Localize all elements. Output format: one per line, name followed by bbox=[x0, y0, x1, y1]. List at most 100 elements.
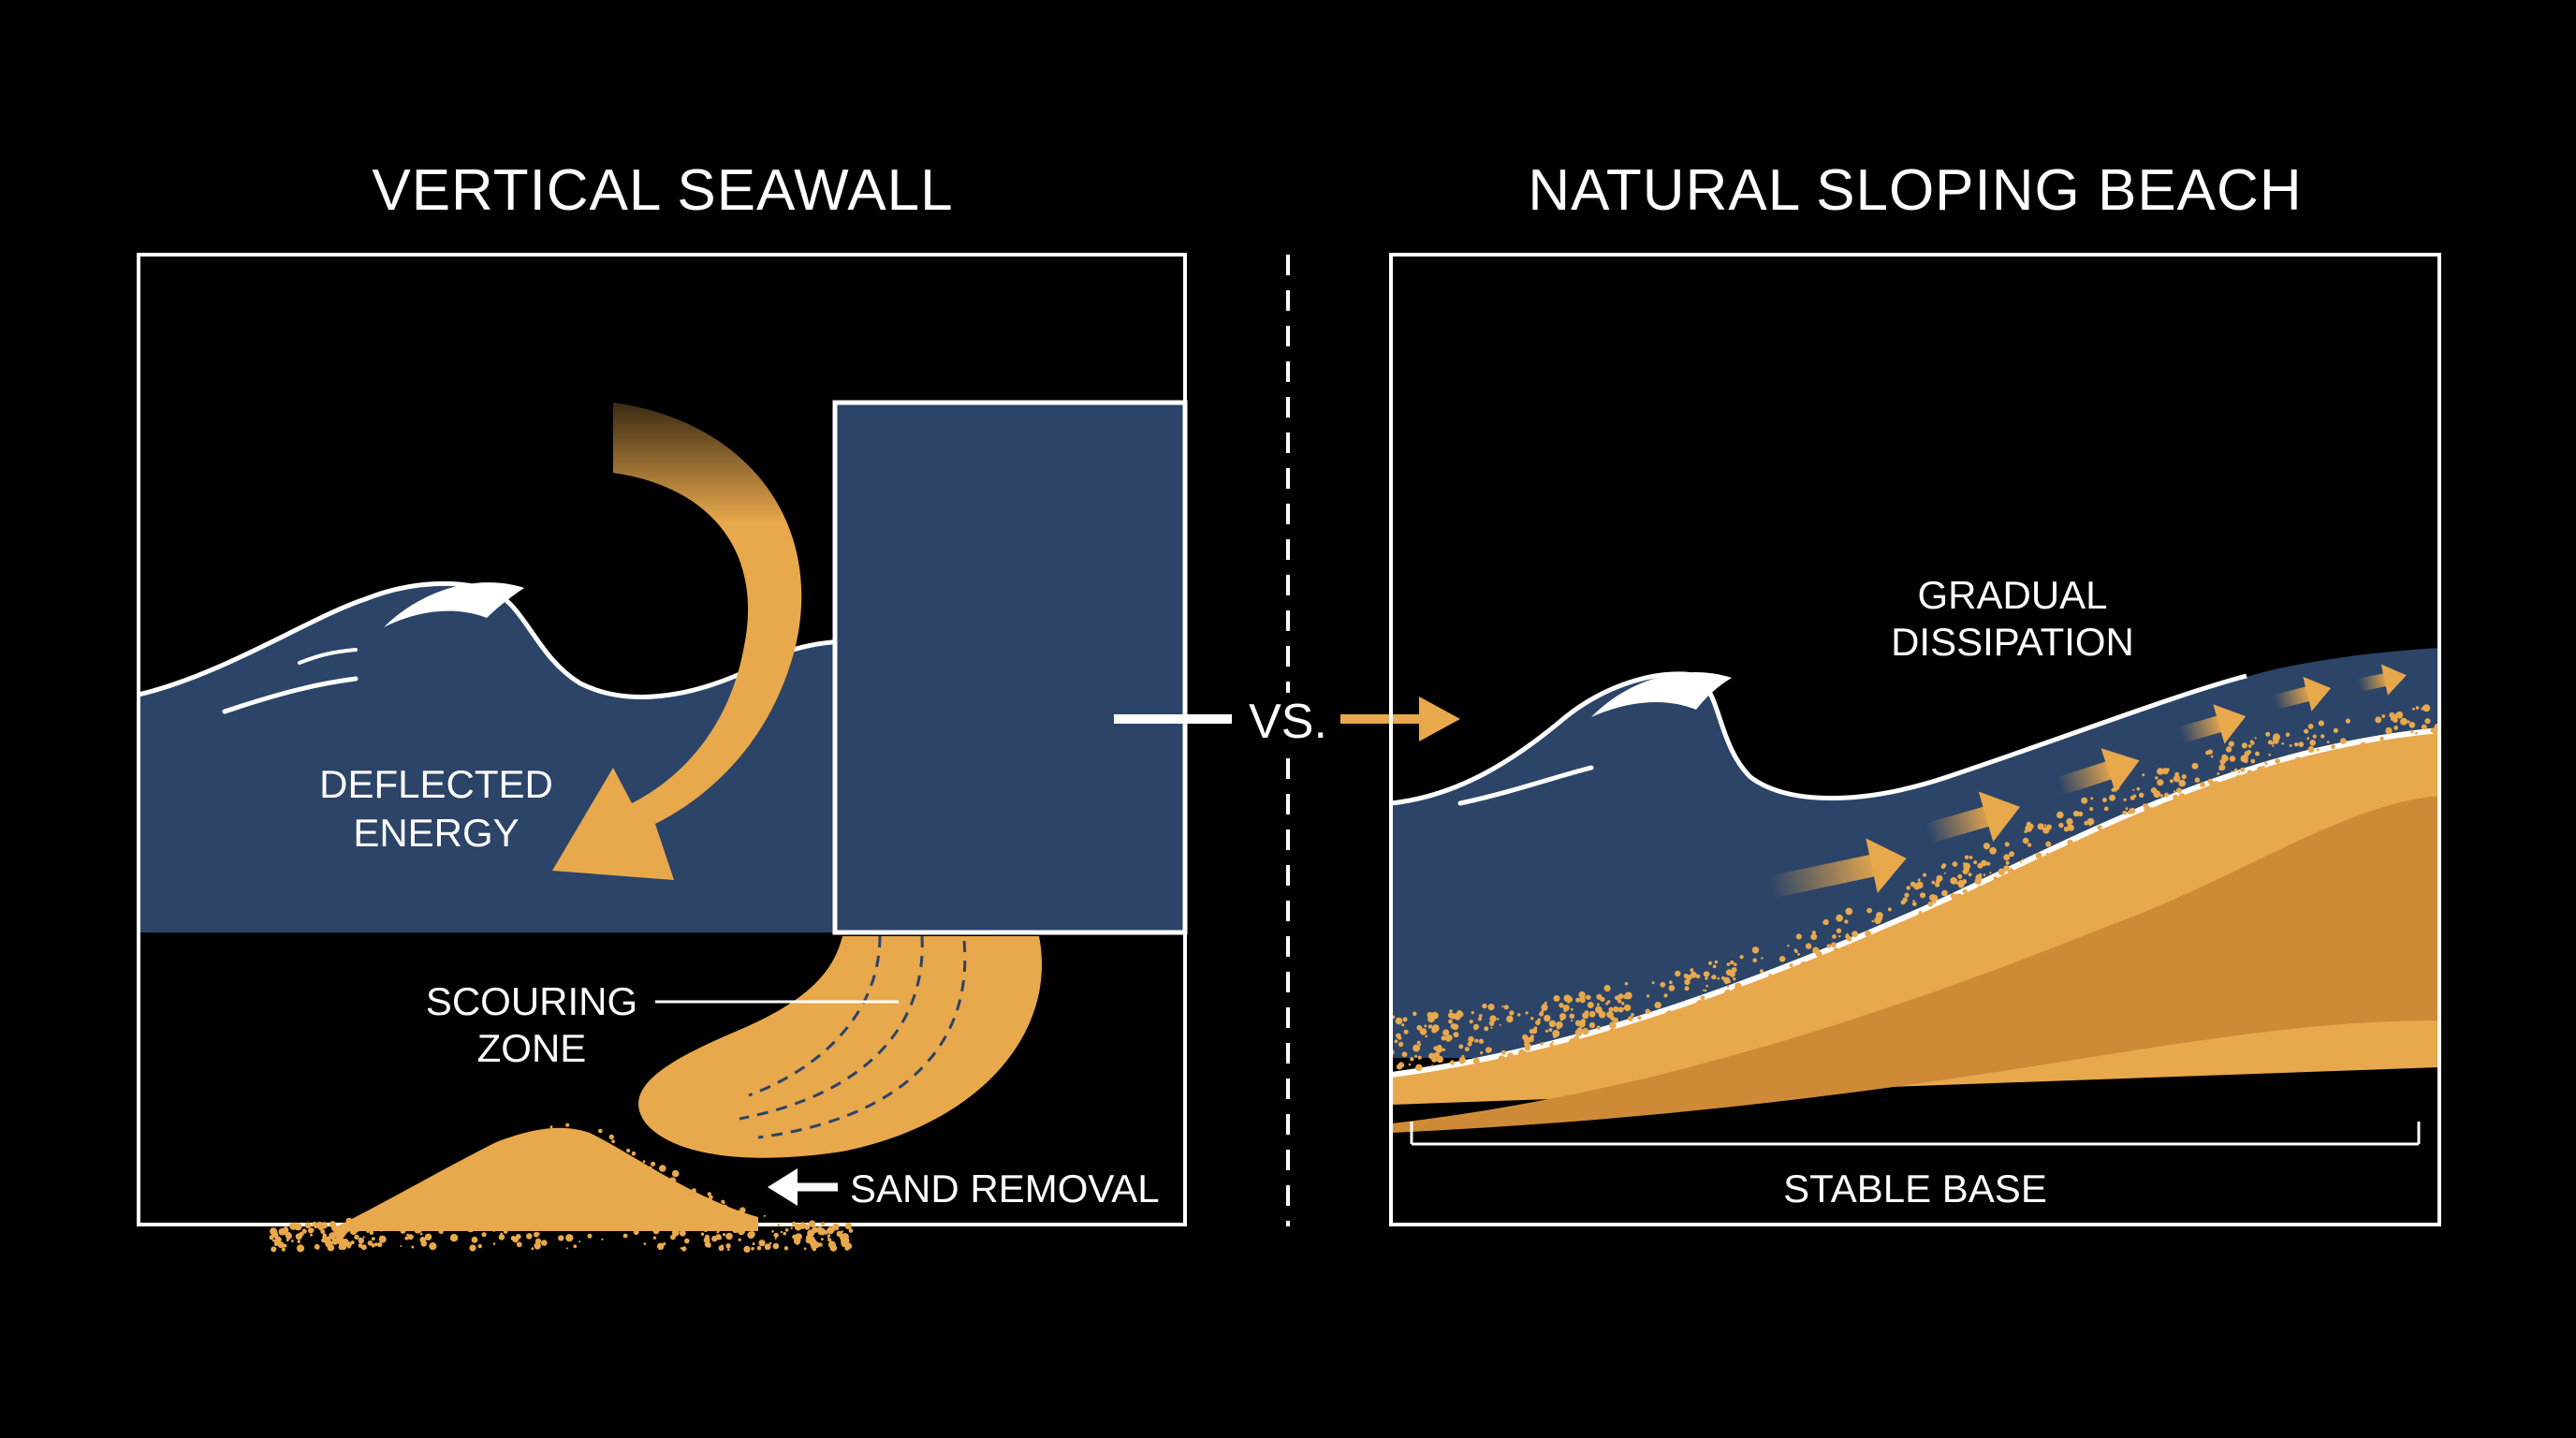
sand-pile bbox=[269, 1123, 854, 1253]
sand-grain bbox=[565, 1247, 568, 1250]
sand-grain bbox=[552, 1139, 559, 1146]
sand-grain bbox=[1623, 1004, 1632, 1012]
sand-grain bbox=[362, 1236, 365, 1239]
sand-grain bbox=[366, 1224, 372, 1229]
sand-grain bbox=[848, 1228, 854, 1233]
sand-grain bbox=[1952, 861, 1958, 867]
sand-grain bbox=[285, 1239, 289, 1242]
sand-grain bbox=[1431, 1064, 1434, 1067]
sand-grain bbox=[473, 1181, 477, 1185]
seawall-block bbox=[832, 400, 1188, 935]
sand-grain bbox=[1837, 951, 1842, 957]
sand-grain bbox=[1941, 889, 1948, 897]
sand-grain bbox=[1936, 874, 1943, 882]
sand-grain bbox=[2276, 781, 2284, 788]
sand-grain bbox=[626, 1148, 631, 1153]
sand-grain bbox=[2316, 748, 2320, 752]
sand-grain bbox=[565, 1145, 574, 1153]
sand-grain bbox=[417, 1203, 420, 1206]
sand-grain bbox=[2304, 728, 2309, 734]
sand-grain bbox=[2415, 731, 2418, 735]
sand-grain bbox=[639, 1213, 643, 1217]
sand-grain bbox=[2035, 852, 2042, 859]
sand-grain bbox=[1447, 1035, 1451, 1039]
sand-grain bbox=[433, 1188, 439, 1194]
sand-grain bbox=[471, 1236, 478, 1243]
sand-grain bbox=[379, 1235, 384, 1240]
sand-grain bbox=[1961, 879, 1968, 885]
sand-grain bbox=[564, 1130, 571, 1137]
sand-grain bbox=[1717, 1003, 1724, 1010]
sand-grain bbox=[1518, 1049, 1526, 1057]
sand-grain bbox=[373, 1216, 376, 1220]
sand-grain bbox=[1705, 984, 1708, 988]
sand-grain bbox=[2242, 755, 2248, 761]
sand-grain bbox=[2009, 851, 2015, 858]
sand-grain bbox=[2021, 858, 2025, 861]
sand-grain bbox=[721, 1199, 725, 1204]
sand-grain bbox=[622, 1233, 628, 1239]
sand-grain bbox=[1544, 1029, 1548, 1033]
sand-grain bbox=[827, 1238, 832, 1242]
sand-grain bbox=[547, 1168, 553, 1175]
sand-grain bbox=[644, 1171, 653, 1180]
sand-grain bbox=[414, 1205, 419, 1211]
right-wave-curl bbox=[1591, 672, 1732, 717]
sand-grain bbox=[541, 1179, 547, 1184]
sand-grain bbox=[1566, 996, 1573, 1003]
sand-grain bbox=[1739, 998, 1747, 1005]
sand-grain bbox=[725, 1243, 731, 1249]
sand-grain bbox=[1730, 960, 1734, 965]
sand-grain bbox=[329, 1232, 336, 1240]
sand-grain bbox=[1826, 944, 1832, 948]
sand-grain bbox=[554, 1193, 564, 1201]
sand-grain bbox=[737, 1227, 746, 1236]
sand-grain bbox=[2225, 746, 2232, 753]
sand-grain bbox=[2073, 842, 2078, 847]
sand-grain bbox=[2041, 867, 2044, 871]
sand-grain bbox=[2123, 821, 2131, 829]
sand-grain bbox=[1956, 893, 1962, 899]
sand-grain bbox=[708, 1223, 715, 1230]
sand-grain bbox=[404, 1236, 409, 1240]
sand-grain bbox=[712, 1219, 718, 1225]
sand-grain bbox=[663, 1177, 666, 1181]
sand-grain bbox=[2058, 822, 2064, 829]
sand-grain bbox=[2181, 774, 2187, 780]
sand-grain bbox=[673, 1202, 678, 1208]
sand-grain bbox=[1651, 981, 1655, 985]
sand-grain bbox=[1912, 921, 1916, 926]
sand-grain bbox=[2176, 787, 2182, 794]
sand-grain bbox=[1435, 1045, 1443, 1053]
sand-grain bbox=[687, 1218, 695, 1226]
sand-grain bbox=[1734, 982, 1742, 990]
sand-grain bbox=[1865, 930, 1871, 937]
sand-grain bbox=[2381, 714, 2386, 718]
sand-grain bbox=[1778, 956, 1786, 962]
sand-grain bbox=[1541, 1004, 1548, 1011]
beach-sand-grains bbox=[1391, 704, 2439, 1072]
sand-grain bbox=[2261, 765, 2265, 769]
sand-grain bbox=[2281, 742, 2284, 745]
sand-grain bbox=[1958, 879, 1963, 884]
sand-grain bbox=[2037, 823, 2044, 830]
sand-grain bbox=[2294, 742, 2299, 747]
sand-grain bbox=[1663, 993, 1668, 998]
sand-grain bbox=[1645, 1008, 1651, 1015]
sand-grain bbox=[630, 1168, 636, 1174]
sand-grain bbox=[2334, 764, 2340, 770]
sand-grain bbox=[1579, 994, 1586, 1001]
sand-grain bbox=[429, 1242, 437, 1251]
sand-grain bbox=[507, 1212, 514, 1219]
sand-grain bbox=[2049, 866, 2052, 869]
sand-grain bbox=[1866, 907, 1872, 914]
sand-grain bbox=[1916, 916, 1921, 920]
sand-grain bbox=[2393, 726, 2399, 730]
sand-grain bbox=[1598, 1011, 1606, 1019]
sand-grain bbox=[1943, 872, 1946, 874]
sand-grain bbox=[1963, 862, 1967, 865]
sand-grain bbox=[1949, 900, 1954, 904]
sand-grain bbox=[2169, 779, 2174, 784]
sand-grain bbox=[1537, 1018, 1541, 1021]
sand-grain bbox=[1977, 885, 1983, 890]
